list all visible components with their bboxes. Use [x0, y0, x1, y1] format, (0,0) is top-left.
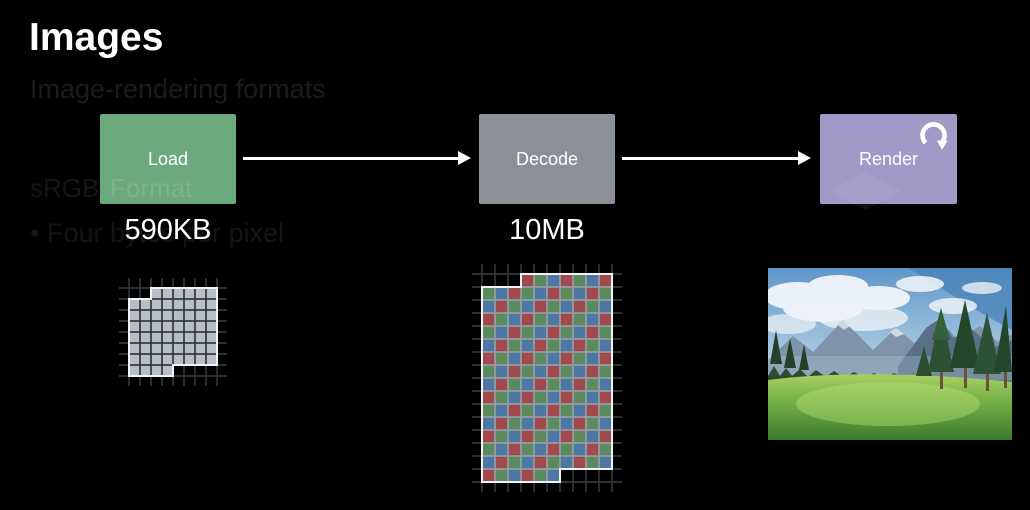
- ghost-diamond-shape: [828, 172, 902, 210]
- load-stage-label: Load: [147, 148, 189, 169]
- load-size-label: 590KB: [124, 214, 212, 246]
- decode-size-label: 10MB: [509, 214, 585, 246]
- decoded-bitmap-grid: [472, 264, 622, 492]
- flow-arrowhead-1: [458, 151, 471, 165]
- encoded-data-grid: [119, 278, 227, 386]
- ghost-bullet-text: • Four bytes per pixel: [30, 218, 285, 248]
- flow-arrow-load-to-decode: [243, 157, 458, 160]
- decode-stage-box: Decode: [479, 114, 615, 204]
- render-stage-label: Render: [858, 148, 919, 169]
- render-stage-box: Render: [820, 114, 957, 204]
- photo-left-pines: [770, 330, 809, 370]
- photo-sunlit-grass: [796, 382, 980, 426]
- page-title: Images: [29, 16, 164, 59]
- arrow-clockwise-icon: [920, 122, 948, 150]
- rendered-photo: [768, 268, 1012, 440]
- ghost-format-text: Format: [110, 173, 193, 203]
- flow-arrowhead-2: [798, 151, 811, 165]
- ghost-subtitle: Image-rendering formats: [30, 74, 326, 104]
- photo-meadow: [768, 374, 1012, 440]
- decode-stage-label: Decode: [515, 148, 579, 169]
- flow-arrow-decode-to-render: [622, 157, 798, 160]
- load-stage-box: Load: [100, 114, 236, 204]
- ghost-srgb-text: sRGB: [30, 173, 100, 203]
- photo-right-pines: [916, 300, 1012, 391]
